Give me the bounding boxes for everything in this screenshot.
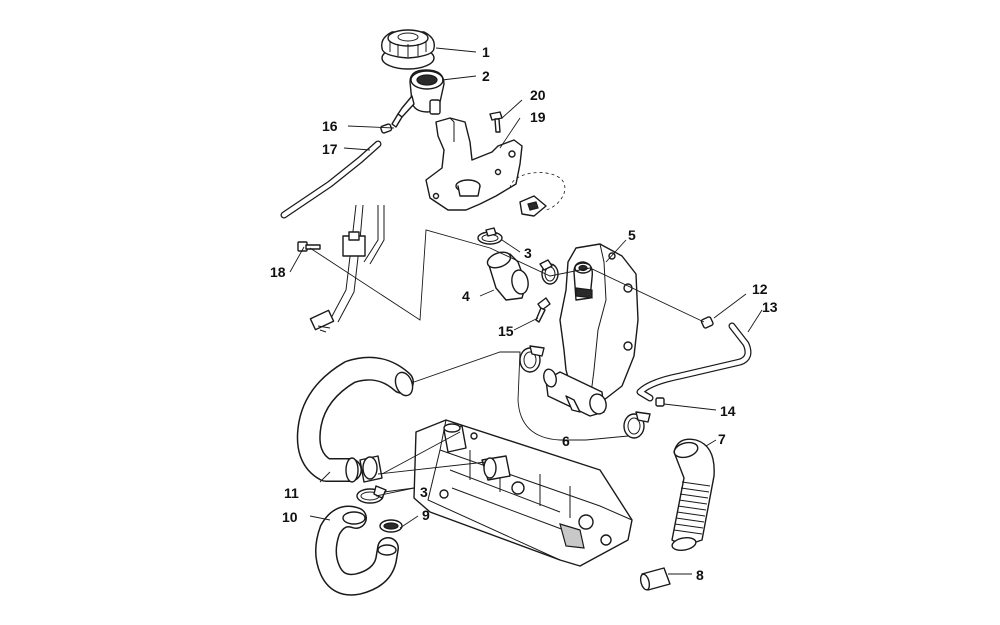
callout-14: 14 [720,403,736,419]
engine-block [413,419,633,567]
leader-lines [289,47,763,575]
callout-6: 6 [562,433,570,449]
callout-15: 15 [498,323,514,339]
callout-7: 7 [718,431,726,447]
callout-3-lower: 3 [420,484,428,500]
callout-17: 17 [322,141,338,157]
part-13-overflow-tube[interactable] [636,322,752,402]
callout-4: 4 [462,288,470,304]
wire-harness [309,204,385,333]
callouts: 1 2 3 3 4 5 6 7 8 9 10 11 12 13 14 15 16… [270,44,778,583]
part-4-elbow-hose[interactable] [485,249,530,301]
callout-2: 2 [482,68,490,84]
callout-11: 11 [284,485,299,501]
part-6-clamp-upper[interactable] [519,345,545,373]
part-7-corrugated-hose[interactable] [671,438,715,552]
part-10-hose[interactable] [315,505,399,596]
callout-3-upper: 3 [524,245,532,261]
part-3-upper-clamp[interactable] [477,227,503,245]
part-16-fitting[interactable] [380,123,393,134]
part-11-hose[interactable] [296,356,416,483]
part-17-vent-tube[interactable] [280,140,382,219]
callout-13: 13 [762,299,778,315]
part-20-screw[interactable] [489,111,503,133]
part-2-filler-neck[interactable] [391,69,445,128]
callout-12: 12 [752,281,768,297]
part-9-clamp[interactable] [379,519,403,533]
part-19-bracket[interactable] [425,117,566,217]
callout-8: 8 [696,567,704,583]
part-15-screw[interactable] [535,297,551,323]
callout-20: 20 [530,87,546,103]
callout-10: 10 [282,509,298,525]
part-3-lower-clamp-b[interactable] [356,485,387,504]
callout-18: 18 [270,264,286,280]
part-1-cap[interactable] [381,29,435,70]
part-18-bolt[interactable] [297,241,321,252]
part-12-fitting[interactable] [700,316,714,329]
part-8-plug[interactable] [639,567,671,591]
part-5-coolant-tank[interactable] [542,243,639,417]
callout-1: 1 [482,44,490,60]
callout-5: 5 [628,227,636,243]
callout-16: 16 [322,118,338,134]
part-3-lower-clamp-a[interactable] [359,455,383,483]
callout-19: 19 [530,109,546,125]
part-14-clip[interactable] [655,397,665,407]
part-6-clamp-lower[interactable] [623,411,651,439]
callout-9: 9 [422,507,430,523]
part-3-mid-clamp[interactable] [539,259,559,285]
